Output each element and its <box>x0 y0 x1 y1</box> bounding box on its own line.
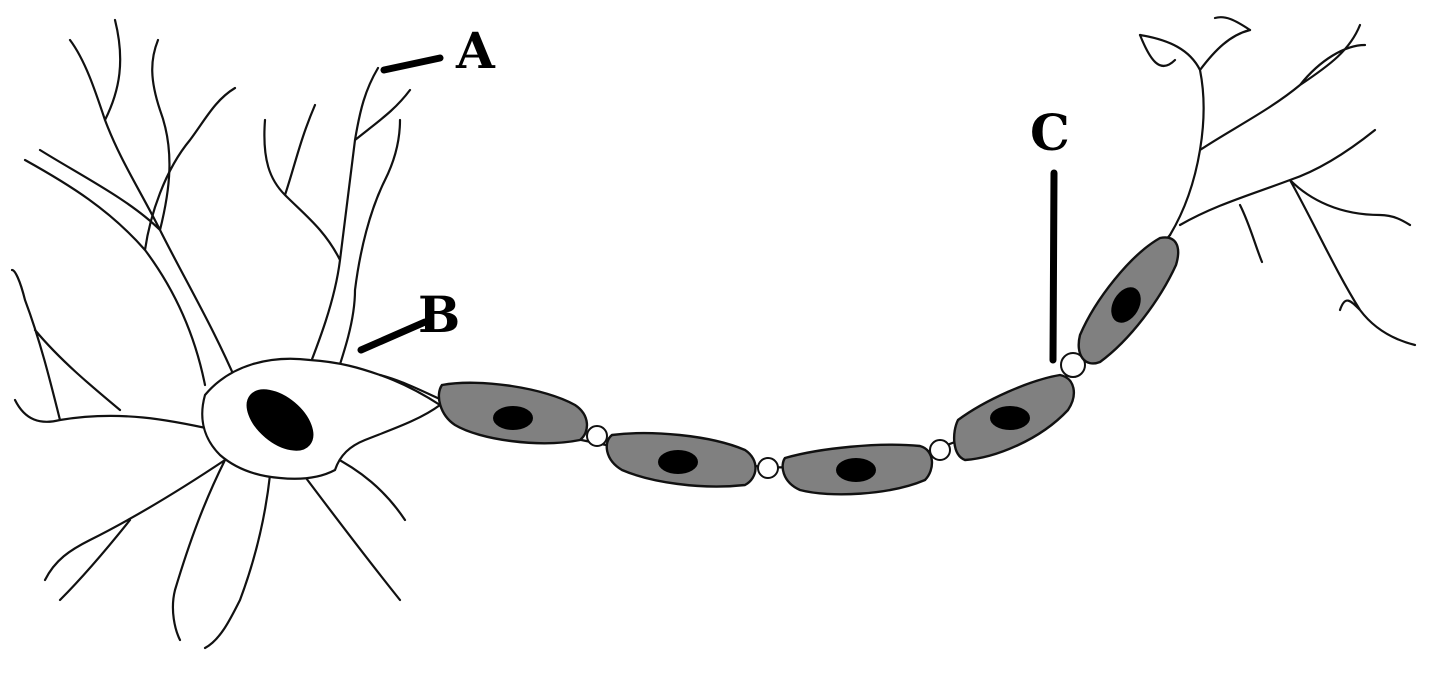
schwann-nucleus <box>990 406 1030 430</box>
node-of-ranvier <box>929 439 951 461</box>
label-a: A <box>380 21 496 80</box>
schwann-nucleus <box>1111 287 1141 323</box>
dendrite-top-middle <box>263 66 412 392</box>
schwann-cell <box>1077 236 1180 365</box>
schwann-cell <box>437 381 589 445</box>
label-c: C <box>1030 103 1070 364</box>
axon-terminal-branch-lower <box>1178 128 1417 347</box>
myelin-sheath <box>437 236 1180 496</box>
schwann-nucleus <box>836 458 876 482</box>
schwann-nucleus <box>658 450 698 474</box>
node-of-ranvier <box>757 457 779 479</box>
cell-body <box>201 357 442 480</box>
label-a-text: A <box>455 21 496 80</box>
cell-nucleus <box>246 389 314 451</box>
nodes-of-ranvier <box>586 352 1086 479</box>
dendrite-upper-left <box>38 18 242 392</box>
node-of-ranvier <box>586 425 608 447</box>
dendrite-upper-left-2 <box>23 86 237 387</box>
schwann-cell <box>781 443 934 496</box>
schwann-nucleus <box>493 406 533 430</box>
label-b-text: B <box>418 285 460 344</box>
dendrite-lower-left <box>43 458 227 642</box>
label-b: B <box>357 285 460 354</box>
axon-terminal-branch <box>1138 23 1367 237</box>
schwann-cell <box>605 431 757 488</box>
dendrite-lower-middle <box>203 468 402 650</box>
pointer-a <box>380 54 444 74</box>
schwann-cell <box>952 373 1076 462</box>
dendrites <box>10 18 412 650</box>
dendrite-lower-right <box>328 453 407 522</box>
axon-terminal-branch-top <box>1138 16 1252 67</box>
axon-terminals <box>1138 16 1417 347</box>
label-c-text: C <box>1030 103 1070 162</box>
pointer-c <box>1049 169 1058 364</box>
pointer-b <box>357 318 429 354</box>
dendrite-top-middle-2 <box>328 118 402 397</box>
dendrite-left <box>10 268 217 432</box>
node-of-ranvier <box>1060 352 1086 378</box>
